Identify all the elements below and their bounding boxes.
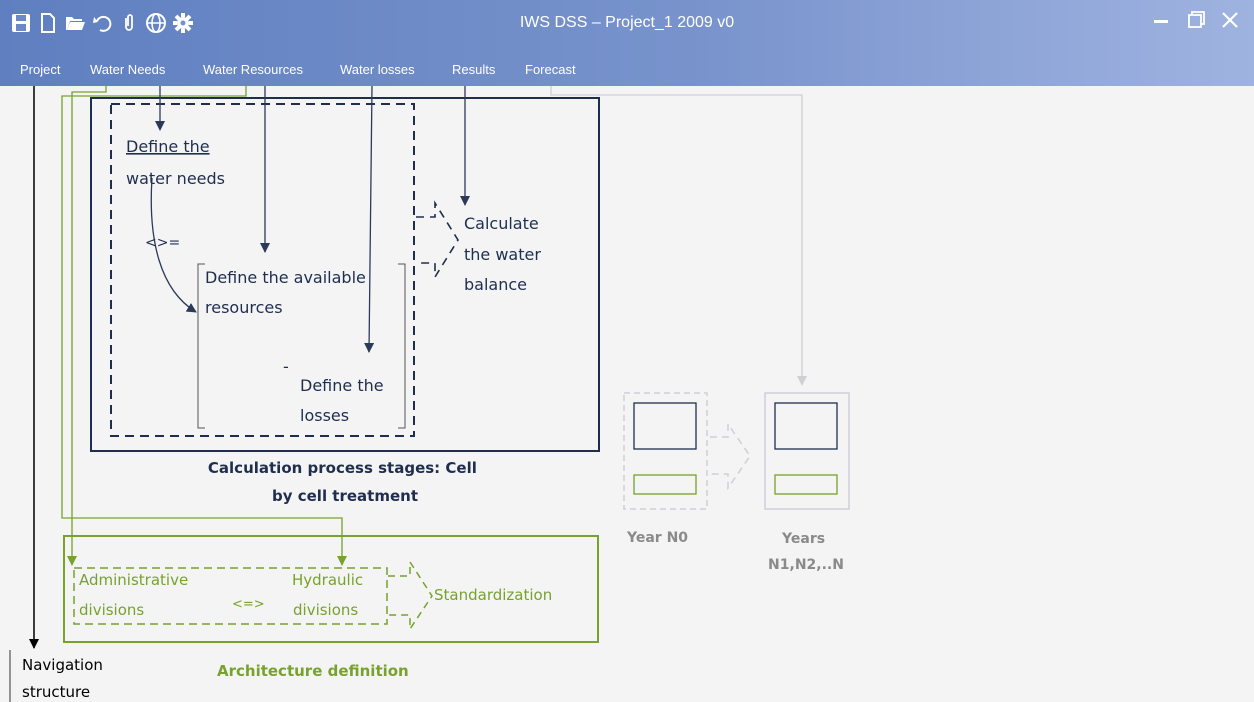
balance-dashed-arrow (416, 200, 459, 280)
calculation-caption: Calculation process stages: Cell by cell… (208, 459, 482, 505)
close-icon[interactable] (1220, 10, 1240, 30)
years-next-arch-cell (774, 474, 838, 495)
resources-bracket-right (398, 263, 406, 429)
forecast-dashed-arrow (710, 421, 751, 491)
define-losses-label: Define the losses (300, 376, 389, 425)
architecture-caption: Architecture definition (217, 662, 409, 680)
menu-water-needs[interactable]: Water Needs (90, 62, 166, 77)
navigation-label: Navigation structure (22, 656, 108, 701)
needs-to-resources-arrow (150, 177, 197, 313)
calculation-dashed-frame (110, 103, 415, 437)
resources-bracket-left (197, 263, 205, 429)
menu-water-resources[interactable]: Water Resources (203, 62, 303, 77)
undo-icon[interactable] (91, 12, 113, 34)
years-next-label: Years N1,N2,..N (768, 531, 844, 573)
water-resources-green-connector (61, 86, 347, 566)
globe-icon[interactable] (145, 12, 167, 34)
menu-forecast[interactable]: Forecast (525, 62, 576, 77)
admin-divisions-label: Administrative divisions (79, 571, 193, 619)
minimize-icon[interactable] (1152, 10, 1172, 30)
water-losses-arrow (364, 85, 375, 353)
menu-water-losses[interactable]: Water losses (340, 62, 415, 77)
water-needs-green-connector (67, 86, 107, 566)
attach-icon[interactable] (118, 12, 140, 34)
years-next-calc-cell (774, 402, 838, 450)
dash-mark: - (283, 357, 289, 376)
standardization-label: Standardization (434, 586, 552, 604)
years-next-frame (764, 392, 850, 510)
quick-toolbar (10, 10, 194, 36)
restore-icon[interactable] (1186, 10, 1206, 30)
divisions-dashed-frame (73, 567, 388, 625)
calculation-box (90, 97, 600, 452)
year-n0-calc-cell (633, 402, 697, 450)
settings-icon[interactable] (172, 12, 194, 34)
open-folder-icon[interactable] (64, 12, 86, 34)
standardization-dashed-arrow (388, 559, 433, 632)
window-controls (1152, 10, 1240, 30)
equivalence-symbol: <=> (232, 597, 265, 612)
define-resources-label: Define the available resources (205, 268, 371, 317)
menu-project[interactable]: Project (20, 62, 61, 77)
forecast-arrow (550, 86, 807, 386)
new-file-icon[interactable] (37, 12, 59, 34)
year-n0-label: Year N0 (626, 530, 688, 546)
window-title: IWS DSS – Project_1 2009 v0 (519, 14, 735, 31)
hydraulic-divisions-label: Hydraulic divisions (292, 571, 368, 619)
menu-results[interactable]: Results (452, 62, 496, 77)
define-needs-label: Define the water needs (126, 137, 225, 188)
year-n0-frame (623, 392, 708, 510)
workspace (0, 86, 1254, 702)
compare-symbol: <>= (145, 235, 180, 251)
calculate-balance-label: Calculate the water balance (464, 214, 546, 294)
year-n0-arch-cell (633, 474, 697, 495)
menu-bar: Project Water Needs Water Resources Wate… (0, 58, 700, 84)
save-icon[interactable] (10, 12, 32, 34)
title-bar: IWS DSS – Project_1 2009 v0 Project Wate… (0, 0, 1254, 86)
architecture-box (63, 535, 599, 643)
